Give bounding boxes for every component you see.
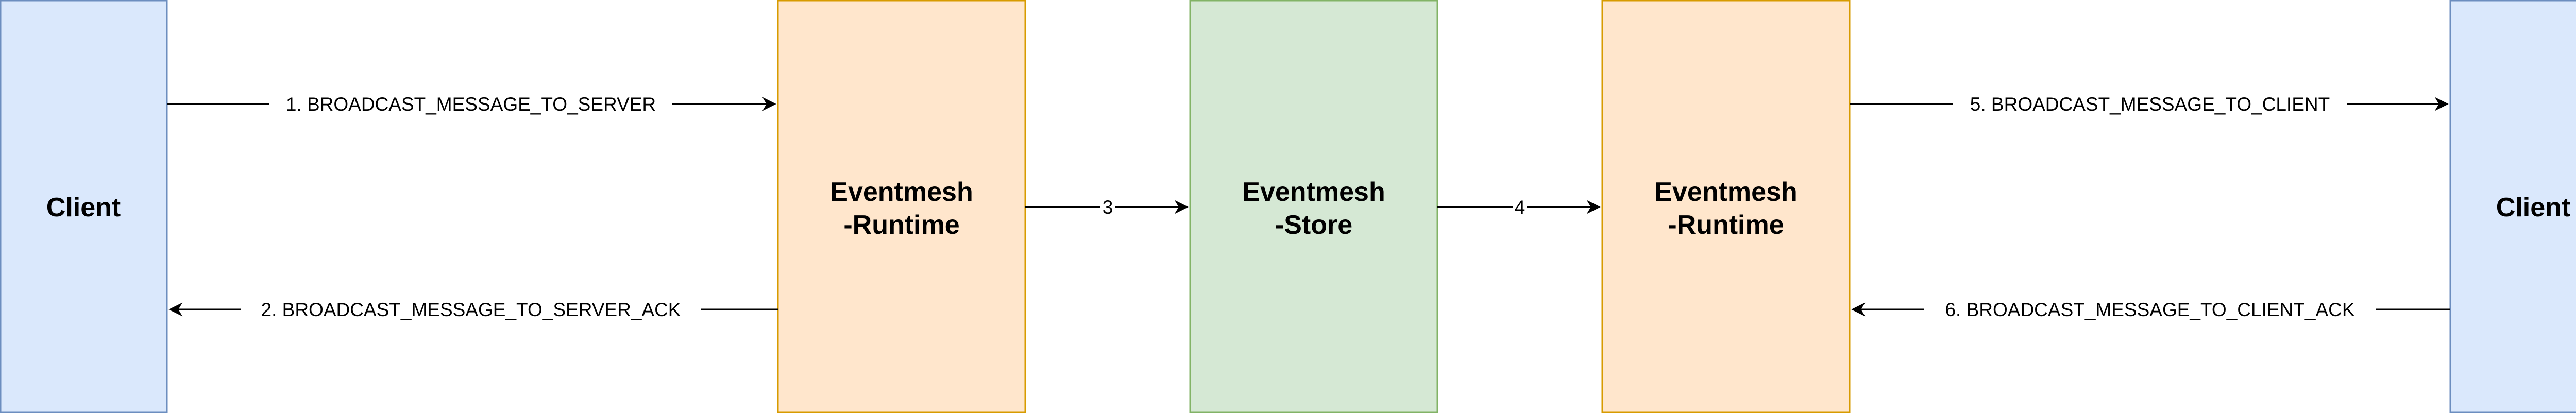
edge-2-label: 2. BROADCAST_MESSAGE_TO_SERVER_ACK bbox=[261, 299, 681, 320]
edge-4: 4 bbox=[1437, 196, 1601, 218]
edge-4-label-bg bbox=[1513, 196, 1527, 218]
edge-1: 1. BROADCAST_MESSAGE_TO_SERVER bbox=[167, 92, 776, 116]
edge-5-label-bg bbox=[1953, 92, 2347, 116]
runtime-right-box bbox=[1601, 0, 1851, 413]
runtime-left-label-line2: -Runtime bbox=[843, 210, 959, 240]
client-left-node: Client bbox=[0, 0, 168, 413]
store-box bbox=[1189, 0, 1438, 413]
edge-2: 2. BROADCAST_MESSAGE_TO_SERVER_ACK bbox=[168, 297, 778, 322]
client-left-box bbox=[0, 0, 168, 413]
runtime-left-box bbox=[777, 0, 1026, 413]
edge-5: 5. BROADCAST_MESSAGE_TO_CLIENT bbox=[1850, 92, 2449, 116]
edge-6-label: 6. BROADCAST_MESSAGE_TO_CLIENT_ACK bbox=[1945, 299, 2354, 320]
runtime-right-label-line1: Eventmesh bbox=[1654, 177, 1797, 207]
edge-1-label-bg bbox=[269, 92, 672, 116]
client-right-box bbox=[2449, 0, 2576, 413]
runtime-right-node: Eventmesh -Runtime bbox=[1601, 0, 1851, 413]
store-label-line2: -Store bbox=[1275, 210, 1352, 240]
edge-3-label-bg bbox=[1100, 196, 1115, 218]
client-left-label: Client bbox=[46, 193, 121, 222]
edge-5-label: 5. BROADCAST_MESSAGE_TO_CLIENT bbox=[1970, 94, 2330, 115]
client-right-node: Client bbox=[2449, 0, 2576, 413]
client-right-label: Client bbox=[2496, 193, 2570, 222]
edge-3-label: 3 bbox=[1103, 197, 1113, 218]
edge-6-label-bg bbox=[1924, 297, 2376, 322]
edge-1-label: 1. BROADCAST_MESSAGE_TO_SERVER bbox=[286, 94, 656, 115]
edge-2-label-bg bbox=[241, 297, 701, 322]
runtime-right-label-line2: -Runtime bbox=[1668, 210, 1784, 240]
runtime-left-label-line1: Eventmesh bbox=[830, 177, 973, 207]
edge-4-label: 4 bbox=[1515, 197, 1526, 218]
store-node: Eventmesh -Store bbox=[1189, 0, 1438, 413]
edge-3: 3 bbox=[1025, 196, 1189, 218]
edge-6: 6. BROADCAST_MESSAGE_TO_CLIENT_ACK bbox=[1851, 297, 2450, 322]
runtime-left-node: Eventmesh -Runtime bbox=[777, 0, 1026, 413]
store-label-line1: Eventmesh bbox=[1242, 177, 1385, 207]
